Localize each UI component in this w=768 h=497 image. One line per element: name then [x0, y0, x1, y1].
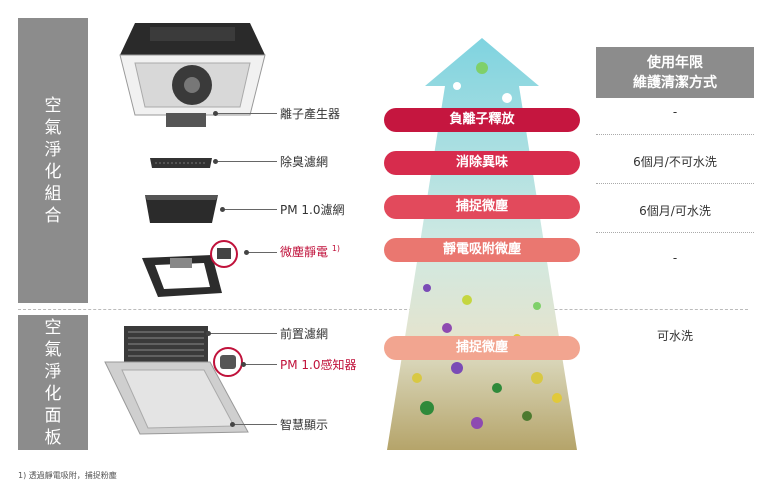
maintenance-header-line1: 使用年限 [647, 54, 703, 71]
smart-display-label: 智慧顯示 [280, 418, 329, 432]
micro-dust-leader [244, 250, 277, 255]
maintenance-cell-deodorizer: 6個月/不可水洗 [633, 155, 717, 169]
micro-dust-frame-image [142, 255, 222, 297]
table-row-divider [596, 134, 754, 135]
front-panel-image [104, 361, 249, 435]
deodorizer-filter-image [150, 158, 212, 168]
function-pill-capture-dust: 捕捉微塵 [384, 195, 580, 219]
pre-filter-image [124, 326, 208, 362]
product-illustration-top [119, 23, 266, 297]
function-pill-electrostatic: 靜電吸附微塵 [384, 238, 580, 262]
cassette-unit-image [119, 23, 266, 127]
maintenance-cell-micro-dust: - [672, 251, 678, 265]
pm-sensor-image [220, 355, 236, 369]
deodorizer-label: 除臭濾網 [280, 155, 329, 169]
micro-dust-zoom-detail [217, 248, 231, 259]
maintenance-header-line2: 維護清潔方式 [633, 74, 717, 91]
ionizer-label: 離子產生器 [280, 107, 341, 121]
function-pill-ion-release: 負離子釋放 [384, 108, 580, 132]
section-tab-purification-kit-label: 空氣淨化組合 [44, 95, 62, 226]
smart-display-leader [230, 422, 277, 427]
pm-filter-leader [220, 207, 277, 212]
table-row-divider [596, 232, 754, 233]
maintenance-cell-ionizer: - [672, 105, 678, 119]
footnote: 1) 透過靜電吸附，捕捉粉塵 [18, 471, 117, 480]
maintenance-table-header: 使用年限 維護清潔方式 [596, 47, 754, 98]
pre-filter-label: 前置濾網 [280, 327, 329, 341]
pm-filter-image [145, 195, 218, 223]
ionizer-leader [213, 111, 277, 116]
particle-dots [412, 62, 562, 429]
product-illustration-bottom [104, 326, 249, 435]
deodorizer-leader [213, 159, 277, 164]
maintenance-cell-pre-filter: 可水洗 [656, 329, 693, 343]
pm-sensor-label: PM 1.0感知器 [280, 358, 357, 372]
maintenance-cell-pm-filter: 6個月/可水洗 [639, 204, 711, 218]
section-divider [18, 309, 748, 310]
pm-sensor-leader [241, 362, 277, 367]
section-tab-purification-panel: 空氣淨化面板 [18, 315, 88, 450]
section-tab-purification-kit: 空氣淨化組合 [18, 18, 88, 303]
section-tab-purification-panel-label: 空氣淨化面板 [44, 317, 62, 448]
micro-dust-label: 微塵靜電 1) [280, 243, 340, 260]
function-pill-capture-dust-2: 捕捉微塵 [384, 336, 580, 360]
pm-filter-label: PM 1.0濾網 [280, 203, 345, 217]
micro-dust-footnote-marker: 1) [331, 244, 341, 253]
function-pill-odor-removal: 消除異味 [384, 151, 580, 175]
micro-dust-label-text: 微塵靜電 [280, 245, 329, 259]
table-row-divider [596, 183, 754, 184]
pre-filter-leader [206, 331, 277, 336]
